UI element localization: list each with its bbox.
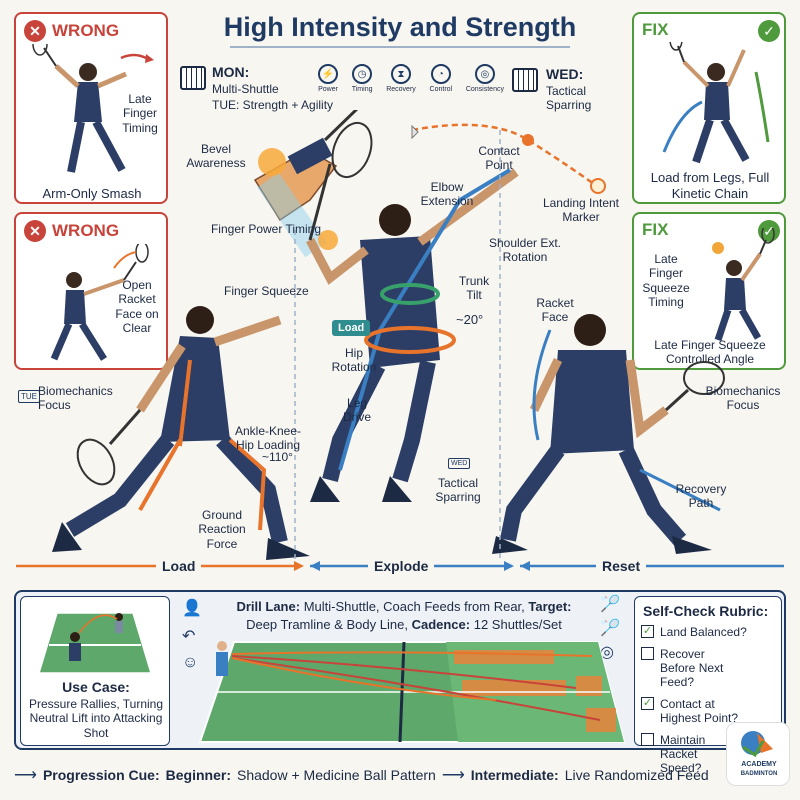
racket-face-label: Racket Face xyxy=(536,296,574,325)
wed-calendar-badge: WED xyxy=(448,458,471,469)
fix-tag: FIX xyxy=(642,20,669,39)
elbow-extension-label: Elbow Extension xyxy=(420,180,474,209)
wrong-panel-arm-only: ✕ WRONG Late Finger Timing Arm-Only Smash xyxy=(14,12,168,204)
tue-text: TUE: Strength + Agility xyxy=(212,98,334,112)
shuttle-trajectory xyxy=(411,123,606,194)
ground-reaction-force-label: Ground Reaction Force xyxy=(198,508,246,551)
control-icon: ◔Control xyxy=(430,64,452,93)
coach-icon: ☺ xyxy=(182,654,199,671)
fix-panel-kinetic-chain: FIX ✓ Load from Legs, Full Kinetic Chain xyxy=(632,12,786,204)
contact-point-label: Contact Point xyxy=(478,144,520,173)
checkbox-checked[interactable]: ✓ xyxy=(641,697,654,710)
reset-phase-player-figure xyxy=(492,314,725,554)
checkbox-unchecked[interactable] xyxy=(641,647,654,660)
title-underline xyxy=(230,46,570,48)
page-title: High Intensity and Strength xyxy=(223,12,577,42)
fix-tag: FIX xyxy=(642,220,669,239)
focus-icon-row: ⚡Power ◷Timing ⧗Recovery ◔Control ◎Consi… xyxy=(318,64,504,93)
tue-calendar-badge: TUE xyxy=(18,390,40,403)
wrong-open-face-player-figure xyxy=(50,244,149,361)
leg-drive-label: Leg Drive xyxy=(342,396,371,425)
shoulder-rotation-label: Shoulder Ext. Rotation xyxy=(488,236,562,265)
rubric-item-land-balanced[interactable]: ✓Land Balanced? xyxy=(641,625,747,639)
hand-grip-icon xyxy=(253,110,359,258)
tactical-sparring-label: Tactical Sparring xyxy=(435,476,481,505)
akh-angle-label: ~110° xyxy=(262,450,293,464)
checkbox-unchecked[interactable] xyxy=(641,733,654,746)
drill-lane-text: Drill Lane: Multi-Shuttle, Coach Feeds f… xyxy=(236,599,572,633)
rally-court-figure xyxy=(37,612,153,674)
hip-rotation-label: Hip Rotation xyxy=(331,346,377,375)
logo-text-academy: ACADEMY xyxy=(741,761,777,768)
wed-label: WED: xyxy=(546,66,584,82)
checkbox-checked[interactable]: ✓ xyxy=(641,625,654,638)
x-icon: ✕ xyxy=(24,20,46,42)
drill-target-icons: 🏸 🏸 ◎ xyxy=(600,594,620,662)
kinetic-chain-illustration xyxy=(52,110,725,560)
fix2-caption: Late Finger Squeeze Controlled Angle xyxy=(654,338,766,367)
wed-text: Tactical Sparring xyxy=(546,84,592,113)
late-finger-timing-label: Late Finger Timing xyxy=(122,92,158,135)
check-icon: ✓ xyxy=(758,20,780,42)
phase-load: Load xyxy=(156,558,202,574)
fix-kinetic-chain-player-figure xyxy=(662,42,770,164)
wrong-tag: WRONG xyxy=(52,221,120,240)
target-icon: ◎ xyxy=(600,644,614,661)
finger-squeeze-label: Finger Squeeze xyxy=(224,284,309,298)
rubric-item-racket-speed[interactable]: Maintain Racket Speed? xyxy=(641,733,775,775)
trunk-tilt-label: Trunk Tilt xyxy=(458,274,490,303)
shuttle-icon: 🏸 xyxy=(600,596,620,613)
fix-finger-squeeze-player-figure xyxy=(712,228,775,342)
trunk-angle-label: ~20° xyxy=(456,312,484,327)
wrong-panel-open-face: ✕ WRONG Open Racket Face on Clear xyxy=(14,212,168,370)
self-check-rubric: Self-Check Rubric: ✓Land Balanced? Recov… xyxy=(634,596,782,775)
shuttle-stack-icon: 🏸 xyxy=(600,620,620,637)
person-icon: 👤 xyxy=(182,600,202,617)
phase-explode: Explode xyxy=(368,558,435,574)
timing-icon: ◷Timing xyxy=(352,64,372,93)
biomechanics-focus-right-label: Biomechanics Focus xyxy=(705,384,781,413)
wrong1-caption: Arm-Only Smash xyxy=(42,186,142,201)
mon-label: MON: xyxy=(212,64,250,80)
rubric-item-contact[interactable]: ✓Contact at Highest Point? xyxy=(641,697,739,725)
load-badge: Load xyxy=(332,320,371,336)
x-icon: ✕ xyxy=(24,220,46,242)
wrong-tag: WRONG xyxy=(52,21,120,40)
power-icon: ⚡Power xyxy=(318,64,338,93)
recovery-icon: ⧗Recovery xyxy=(386,64,416,93)
explode-phase-player-figure xyxy=(306,121,519,502)
academy-logo: ACADEMY BADMINTON xyxy=(726,722,790,786)
fix1-caption: Load from Legs, Full Kinetic Chain xyxy=(650,170,770,201)
landing-intent-marker-label: Landing Intent Marker xyxy=(542,196,620,225)
wrong2-caption: Open Racket Face on Clear xyxy=(115,278,159,336)
recovery-path-label: Recovery Path xyxy=(675,482,727,511)
finger-power-timing-label: Finger Power Timing xyxy=(210,222,322,236)
use-case-title: Use Case: xyxy=(62,679,130,695)
logo-text-badminton: BADMINTON xyxy=(740,771,778,777)
load-phase-player-figure xyxy=(52,306,310,560)
use-case-panel: Use Case: Pressure Rallies, Turning Neut… xyxy=(20,596,170,746)
arrow-right-icon: ⟶ xyxy=(441,767,465,784)
drill-court-figure xyxy=(198,641,626,743)
progression-cue: ⟶ Progression Cue: Beginner: Shadow + Me… xyxy=(14,767,709,784)
biomechanics-focus-left-label: Biomechanics Focus xyxy=(38,384,113,413)
consistency-icon: ◎Consistency xyxy=(466,64,504,93)
phase-reset: Reset xyxy=(596,558,647,574)
rubric-title: Self-Check Rubric: xyxy=(643,603,769,619)
bevel-awareness-label: Bevel Awareness xyxy=(186,142,246,171)
arrow-right-icon: ⟶ xyxy=(14,767,37,784)
fix-panel-finger-squeeze: FIX ✓ Late Finger Squeeze Timing Late Fi… xyxy=(632,212,786,370)
calendar-wed-icon xyxy=(512,68,538,92)
ankle-knee-hip-label: Ankle-Knee-Hip Loading xyxy=(234,424,302,453)
coach-icons: 👤 ↶ ☺ xyxy=(182,598,202,672)
wrong-arm-smash-player-figure xyxy=(32,44,154,173)
mon-text: Multi-Shuttle xyxy=(212,82,279,96)
fix2-timing-label: Late Finger Squeeze Timing xyxy=(642,252,690,310)
rubric-item-recover[interactable]: Recover Before Next Feed? xyxy=(641,647,775,689)
logo-mark-icon xyxy=(741,731,773,757)
use-case-text: Pressure Rallies, Turning Neutral Lift i… xyxy=(28,697,164,740)
curve-arrow-icon: ↶ xyxy=(182,628,196,645)
calendar-mon-icon xyxy=(180,66,206,90)
